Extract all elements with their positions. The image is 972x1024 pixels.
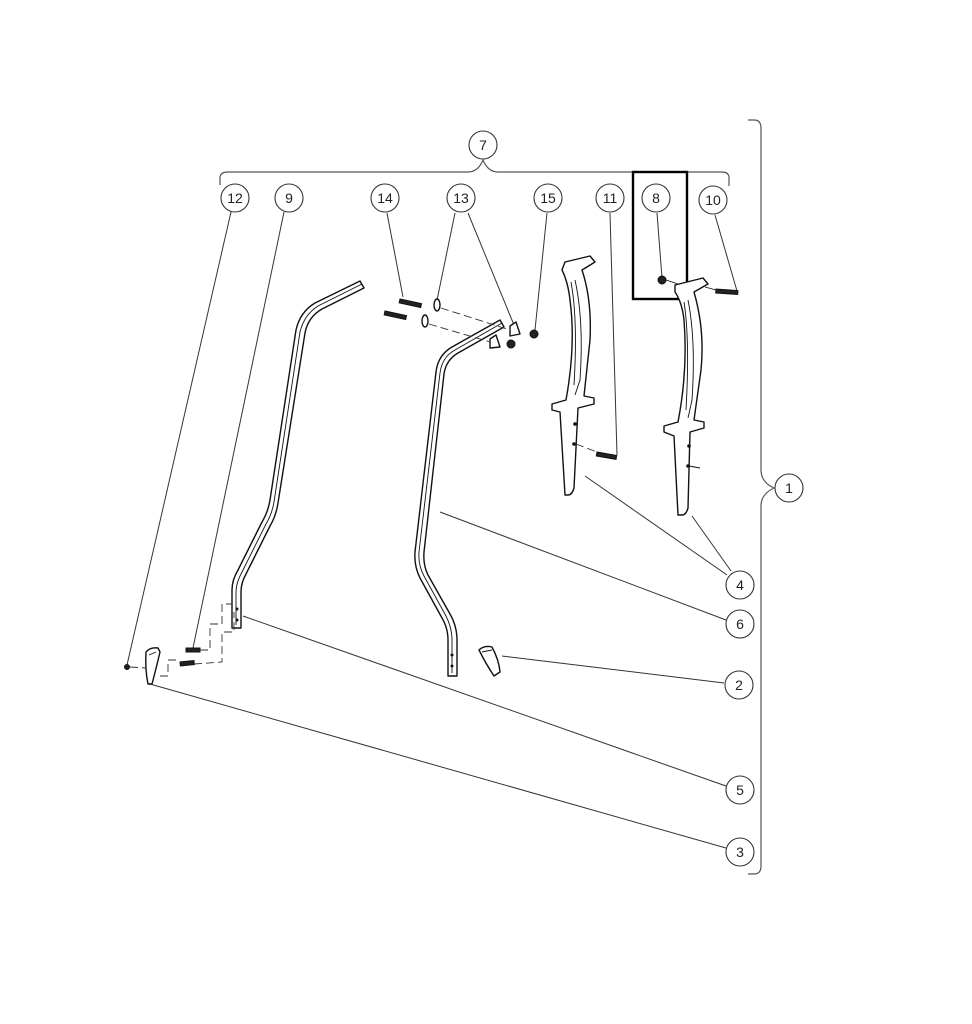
callouts: 1 2 3 4 5 6 7 8 9 10 11 12 13 14 15 — [220, 130, 804, 867]
part-5-left-tube — [231, 280, 365, 629]
callout-4[interactable]: 4 — [725, 570, 755, 600]
svg-text:13: 13 — [453, 190, 469, 206]
callout-11[interactable]: 11 — [595, 183, 625, 213]
group-bracket-1 — [748, 119, 776, 875]
svg-text:14: 14 — [377, 190, 393, 206]
svg-text:4: 4 — [736, 577, 744, 593]
callout-2[interactable]: 2 — [724, 670, 754, 700]
svg-text:2: 2 — [735, 677, 743, 693]
callout-6[interactable]: 6 — [725, 609, 755, 639]
part-2-right-foot-cap — [478, 645, 501, 677]
svg-text:1: 1 — [785, 480, 793, 496]
svg-text:5: 5 — [736, 782, 744, 798]
part-4-right-bracket — [663, 277, 709, 516]
callout-8[interactable]: 8 — [641, 183, 671, 213]
highlight-box-8 — [631, 170, 689, 301]
callout-5[interactable]: 5 — [725, 775, 755, 805]
part-6-right-tube — [414, 319, 505, 677]
svg-text:12: 12 — [227, 190, 243, 206]
svg-text:6: 6 — [736, 616, 744, 632]
callout-3[interactable]: 3 — [725, 837, 755, 867]
part-3-left-foot-cap — [145, 647, 161, 685]
svg-text:11: 11 — [603, 190, 618, 206]
svg-text:15: 15 — [540, 190, 556, 206]
svg-text:8: 8 — [652, 190, 660, 206]
callout-10[interactable]: 10 — [698, 185, 728, 215]
callout-9[interactable]: 9 — [274, 183, 304, 213]
leader-lines — [126, 211, 738, 849]
part-4-left-bracket — [551, 255, 596, 496]
callout-15[interactable]: 15 — [533, 183, 563, 213]
callout-1[interactable]: 1 — [774, 473, 804, 503]
svg-text:7: 7 — [479, 137, 487, 153]
left-fasteners — [124, 603, 235, 677]
group-bracket-7 — [219, 158, 730, 186]
callout-13[interactable]: 13 — [446, 183, 476, 213]
hardware — [383, 275, 739, 469]
svg-text:9: 9 — [285, 190, 293, 206]
callout-7[interactable]: 7 — [468, 130, 498, 160]
svg-text:3: 3 — [736, 844, 744, 860]
callout-14[interactable]: 14 — [370, 183, 400, 213]
svg-text:10: 10 — [705, 192, 721, 208]
callout-12[interactable]: 12 — [220, 183, 250, 213]
